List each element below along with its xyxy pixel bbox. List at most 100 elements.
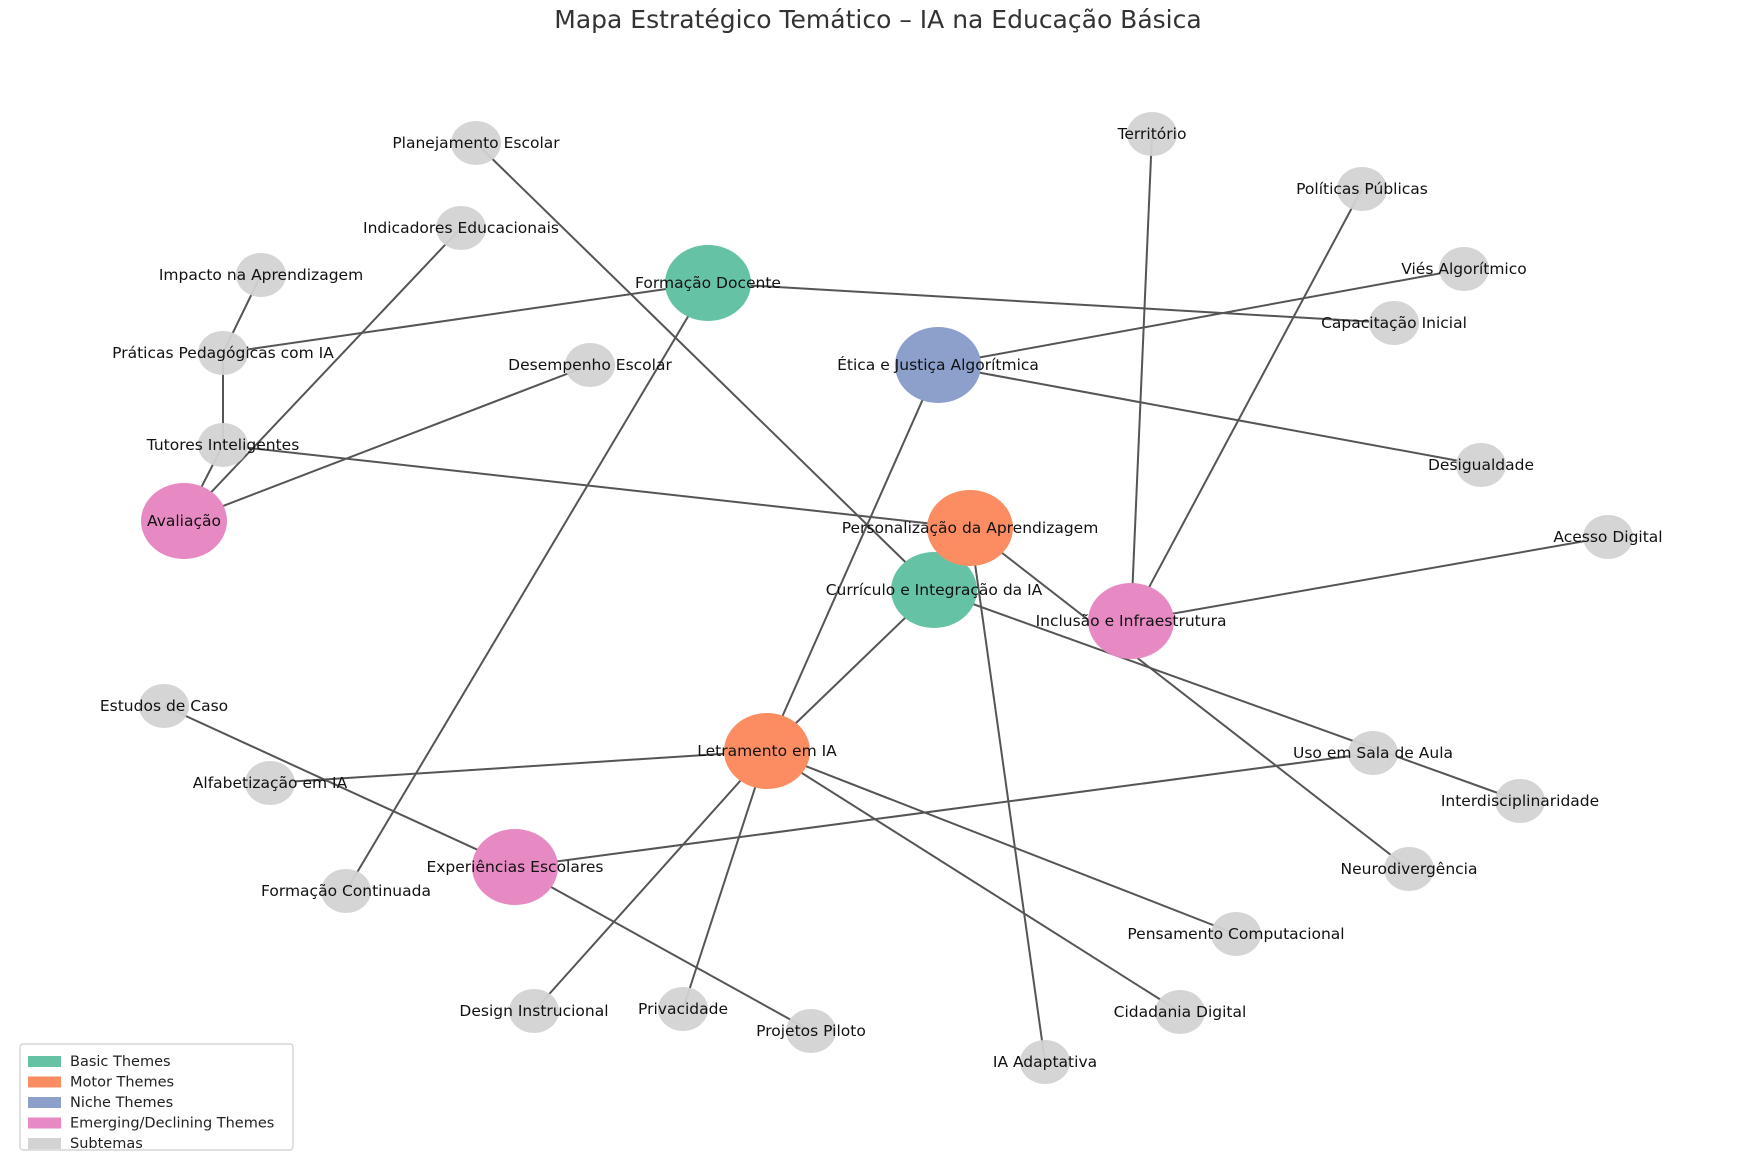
edge-avaliacao-desempenho	[183, 364, 591, 522]
node-label-territorio: Território	[1117, 125, 1187, 143]
node-projetos	[786, 1009, 836, 1053]
edge-experiencias-uso_sala	[514, 752, 1374, 868]
node-cidadania	[1155, 990, 1205, 1034]
node-design	[509, 989, 559, 1033]
node-acesso	[1583, 515, 1633, 559]
node-inclusao	[1088, 583, 1174, 659]
node-desempenho	[565, 343, 615, 387]
node-label-etica: Ética e Justiça Algorítmica	[837, 355, 1039, 374]
node-neurodivergencia	[1384, 847, 1434, 891]
node-label-privacidade: Privacidade	[638, 1000, 728, 1018]
node-estudos	[139, 684, 189, 728]
node-label-formacao_docente: Formação Docente	[635, 274, 781, 292]
edge-letramento-privacidade	[682, 750, 768, 1010]
legend-label-motor: Motor Themes	[70, 1075, 174, 1091]
edge-inclusao-territorio	[1130, 133, 1153, 622]
node-uso_sala	[1348, 731, 1398, 775]
edge-letramento-cidadania	[766, 750, 1181, 1013]
edge-etica-vies	[937, 268, 1465, 366]
legend-label-niche: Niche Themes	[70, 1095, 173, 1111]
node-etica	[895, 327, 981, 403]
node-label-alfabetizacao: Alfabetização em IA	[193, 774, 348, 792]
edge-formacao_docente-formacao_continuada	[345, 282, 709, 892]
node-indicadores	[436, 206, 486, 250]
edge-personalizacao-tutores	[222, 444, 971, 529]
node-label-desigualdade: Desigualdade	[1428, 456, 1534, 474]
node-label-pensamento: Pensamento Computacional	[1127, 925, 1344, 943]
legend-label-emerging: Emerging/Declining Themes	[70, 1116, 274, 1132]
node-label-design: Design Instrucional	[459, 1002, 608, 1020]
node-praticas	[198, 331, 248, 375]
node-label-acesso: Acesso Digital	[1553, 528, 1662, 546]
nodes-layer	[139, 112, 1633, 1084]
edge-inclusao-acesso	[1130, 536, 1609, 622]
edge-avaliacao-indicadores	[183, 227, 462, 522]
node-personalizacao	[927, 490, 1013, 566]
node-label-personalizacao: Personalização da Aprendizagem	[842, 519, 1099, 537]
legend-label-sub: Subtemas	[70, 1136, 143, 1152]
node-avaliacao	[141, 483, 227, 559]
node-letramento	[724, 713, 810, 789]
node-label-estudos: Estudos de Caso	[100, 697, 228, 715]
legend-swatch-motor	[28, 1076, 61, 1088]
edges-layer	[163, 133, 1609, 1063]
node-label-desempenho: Desempenho Escolar	[508, 356, 672, 374]
node-label-cidadania: Cidadania Digital	[1114, 1003, 1247, 1021]
edge-formacao_docente-capacitacao	[707, 282, 1395, 324]
node-label-avaliacao: Avaliação	[147, 512, 221, 530]
edge-letramento-etica	[766, 364, 939, 752]
edge-experiencias-projetos	[514, 866, 812, 1032]
node-capacitacao	[1369, 301, 1419, 345]
node-label-uso_sala: Uso em Sala de Aula	[1293, 744, 1453, 762]
node-territorio	[1127, 112, 1177, 156]
node-label-praticas: Práticas Pedagógicas com IA	[112, 344, 334, 362]
node-label-planejamento: Planejamento Escolar	[392, 134, 560, 152]
node-label-capacitacao: Capacitação Inicial	[1321, 314, 1467, 332]
edge-letramento-design	[533, 750, 768, 1012]
edge-letramento-alfabetizacao	[269, 750, 768, 784]
node-label-projetos: Projetos Piloto	[756, 1022, 866, 1040]
chart-title: Mapa Estratégico Temático – IA na Educaç…	[554, 5, 1201, 34]
node-label-formacao_continuada: Formação Continuada	[261, 882, 431, 900]
node-label-ia_adaptativa: IA Adaptativa	[993, 1053, 1097, 1071]
legend-label-basic: Basic Themes	[70, 1054, 171, 1070]
node-desigualdade	[1456, 443, 1506, 487]
edge-inclusao-politicas	[1130, 188, 1363, 622]
node-label-vies: Viés Algorítmico	[1401, 260, 1527, 278]
node-pensamento	[1211, 912, 1261, 956]
node-formacao_docente	[665, 245, 751, 321]
node-alfabetizacao	[245, 761, 295, 805]
node-label-tutores: Tutores Inteligentes	[146, 436, 300, 454]
edge-curriculo-interdisciplinaridade	[933, 589, 1521, 802]
node-label-inclusao: Inclusão e Infraestrutura	[1036, 612, 1227, 630]
node-planejamento	[451, 121, 501, 165]
node-curriculo	[891, 552, 977, 628]
legend-swatch-sub	[28, 1138, 61, 1149]
node-label-impacto: Impacto na Aprendizagem	[159, 266, 363, 284]
node-label-curriculo: Currículo e Integração da IA	[826, 581, 1043, 599]
node-label-indicadores: Indicadores Educacionais	[363, 219, 559, 237]
legend-swatch-basic	[28, 1056, 61, 1067]
node-formacao_continuada	[321, 869, 371, 913]
edge-formacao_docente-praticas	[222, 282, 709, 354]
node-politicas	[1337, 167, 1387, 211]
node-impacto	[236, 253, 286, 297]
node-label-politicas: Políticas Públicas	[1296, 180, 1428, 198]
legend-frame	[19, 1043, 294, 1151]
edge-etica-desigualdade	[937, 364, 1482, 466]
node-label-neurodivergencia: Neurodivergência	[1341, 860, 1478, 878]
node-ia_adaptativa	[1020, 1040, 1070, 1084]
edge-letramento-pensamento	[766, 750, 1237, 935]
node-label-letramento: Letramento em IA	[697, 742, 837, 760]
edge-experiencias-estudos	[163, 705, 516, 868]
legend-swatch-niche	[28, 1097, 61, 1108]
node-experiencias	[472, 829, 558, 905]
node-interdisciplinaridade	[1495, 779, 1545, 823]
legend-swatch-emerging	[28, 1117, 61, 1129]
node-privacidade	[658, 987, 708, 1031]
edge-personalizacao-neurodivergencia	[969, 527, 1410, 870]
edge-personalizacao-ia_adaptativa	[969, 527, 1046, 1063]
